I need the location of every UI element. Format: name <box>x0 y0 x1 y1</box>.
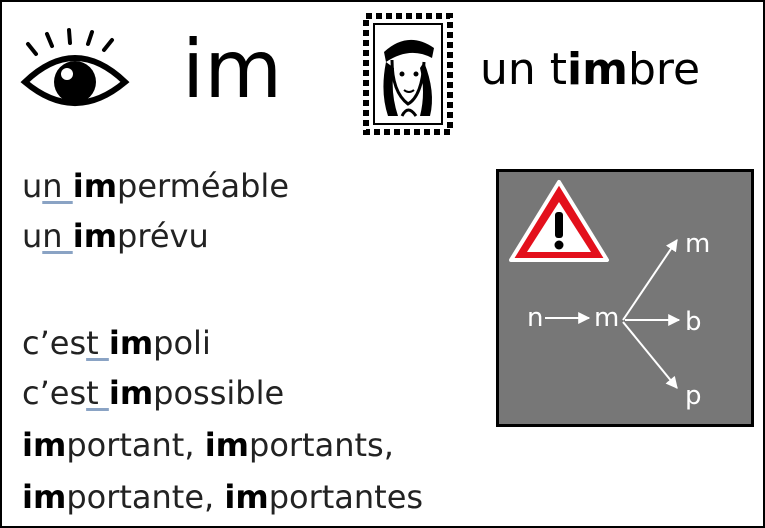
liaison-mark: t <box>86 324 109 362</box>
word-line-3: c’est impoli <box>22 322 211 364</box>
stamp-icon <box>363 13 453 135</box>
liaison-mark: n <box>42 217 73 255</box>
word-highlight: im <box>204 426 249 464</box>
letter-m-center: m <box>594 303 619 333</box>
word-highlight: im <box>72 217 118 255</box>
rule-box: n m m b p <box>496 169 754 427</box>
letter-b-out: b <box>685 307 702 337</box>
word-text: portant, <box>66 426 205 464</box>
liaison-mark: t <box>86 374 109 412</box>
headword-post: bre <box>627 44 701 95</box>
word-line-6: importante, importantes <box>22 476 423 518</box>
arrow-to-p <box>622 321 678 389</box>
word-text: u <box>22 167 43 205</box>
headword-bold: im <box>567 44 628 95</box>
sound-label: im <box>182 23 283 116</box>
word-text: c’es <box>22 374 87 412</box>
arrow-to-m <box>622 239 678 321</box>
letter-m-out: m <box>685 229 710 259</box>
word-highlight: im <box>22 478 67 516</box>
word-line-1: un imperméable <box>22 165 289 207</box>
word-text: possible <box>153 374 285 412</box>
warning-icon <box>509 180 609 262</box>
word-line-2: un imprévu <box>22 215 209 257</box>
headword-pre: un t <box>480 44 568 95</box>
word-line-5: important, importants, <box>22 424 394 466</box>
word-highlight: im <box>108 324 154 362</box>
word-text: portante, <box>66 478 225 516</box>
word-text: prévu <box>117 217 209 255</box>
word-text: c’es <box>22 324 87 362</box>
word-highlight: im <box>108 374 154 412</box>
liaison-mark: n <box>42 167 73 205</box>
letter-n: n <box>527 303 543 333</box>
word-highlight: im <box>72 167 118 205</box>
word-highlight: im <box>22 426 67 464</box>
word-text: poli <box>153 324 211 362</box>
word-text: perméable <box>117 167 289 205</box>
word-text: portants, <box>249 426 394 464</box>
headword: un timbre <box>480 40 700 100</box>
word-line-4: c’est impossible <box>22 372 284 414</box>
word-text: u <box>22 217 43 255</box>
word-highlight: im <box>224 478 269 516</box>
word-text: portantes <box>268 478 424 516</box>
letter-p-out: p <box>685 381 702 411</box>
eye-icon <box>20 28 130 106</box>
